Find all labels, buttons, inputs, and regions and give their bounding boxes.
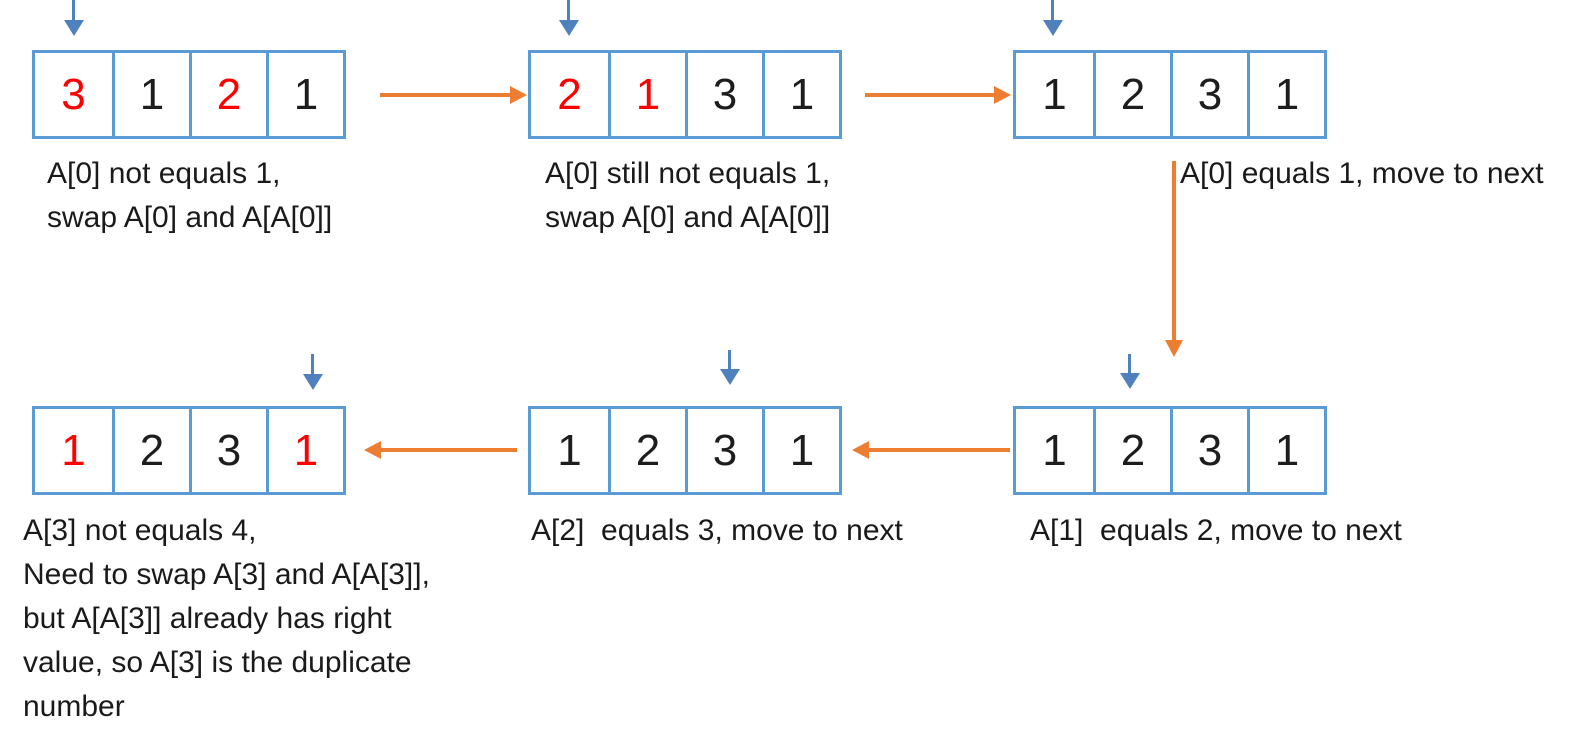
- array-cell: 1: [1247, 53, 1324, 136]
- index-pointer-arrow-icon: [311, 354, 314, 374]
- array-cell: 2: [608, 409, 685, 492]
- flow-arrow-step4-to-step5-icon: [869, 448, 1010, 452]
- caption-step-3: A[0] equals 1, move to next: [1180, 157, 1544, 190]
- array-cell: 1: [266, 53, 343, 136]
- cell-value: 1: [789, 425, 815, 475]
- cell-value: 3: [1197, 69, 1223, 119]
- array-cell: 2: [112, 409, 189, 492]
- cell-value: 2: [1120, 69, 1146, 119]
- cell-value: 3: [712, 69, 738, 119]
- array-step-6: 1 2 3 1: [32, 406, 346, 495]
- array-step-2: 2 1 3 1: [528, 50, 842, 139]
- array-cell: 3: [685, 409, 762, 492]
- cell-value: 1: [139, 69, 165, 119]
- array-cell: 1: [608, 53, 685, 136]
- array-step-1: 3 1 2 1: [32, 50, 346, 139]
- array-cell: 3: [189, 409, 266, 492]
- cell-value: 1: [1042, 425, 1067, 475]
- cell-value: 1: [61, 425, 86, 475]
- cell-value: 3: [61, 69, 86, 119]
- caption-step-4: A[1] equals 2, move to next: [1030, 514, 1402, 547]
- array-cell: 1: [762, 53, 839, 136]
- array-cell: 1: [531, 409, 608, 492]
- index-pointer-arrow-icon: [567, 0, 570, 20]
- flow-arrow-step1-to-step2-icon: [380, 93, 510, 97]
- array-cell: 1: [762, 409, 839, 492]
- array-cell: 3: [1170, 409, 1247, 492]
- array-step-3: 1 2 3 1: [1013, 50, 1327, 139]
- caption-step-5: A[2] equals 3, move to next: [531, 514, 903, 547]
- flow-arrow-step5-to-step6-icon: [381, 448, 517, 452]
- caption-step-2: A[0] still not equals 1, swap A[0] and A…: [545, 157, 831, 234]
- array-step-5: 1 2 3 1: [528, 406, 842, 495]
- array-cell: 2: [1093, 409, 1170, 492]
- array-step-4: 1 2 3 1: [1013, 406, 1327, 495]
- array-cell: 2: [1093, 53, 1170, 136]
- cell-value: 1: [293, 425, 319, 475]
- caption-step-1: A[0] not equals 1, swap A[0] and A[A[0]]: [47, 157, 333, 234]
- cell-value: 3: [712, 425, 738, 475]
- array-cell: 1: [1016, 409, 1093, 492]
- flow-arrow-step2-to-step3-icon: [865, 93, 994, 97]
- array-cell: 2: [189, 53, 266, 136]
- cell-value: 1: [789, 69, 815, 119]
- array-cell: 3: [685, 53, 762, 136]
- array-cell: 1: [1016, 53, 1093, 136]
- cell-value: 1: [1274, 69, 1300, 119]
- index-pointer-arrow-icon: [72, 0, 75, 20]
- cell-value: 1: [1274, 425, 1300, 475]
- cell-value: 1: [1042, 69, 1067, 119]
- cell-value: 2: [635, 425, 661, 475]
- cell-value: 3: [1197, 425, 1223, 475]
- array-cell: 3: [1170, 53, 1247, 136]
- flow-arrow-step3-to-step4-icon: [1172, 161, 1176, 340]
- cell-value: 1: [293, 69, 319, 119]
- index-pointer-arrow-icon: [1128, 354, 1131, 373]
- array-cell: 1: [1247, 409, 1324, 492]
- array-cell: 3: [35, 53, 112, 136]
- index-pointer-arrow-icon: [728, 350, 731, 369]
- cell-value: 2: [1120, 425, 1146, 475]
- array-cell: 1: [35, 409, 112, 492]
- cell-value: 1: [557, 425, 582, 475]
- cell-value: 2: [216, 69, 242, 119]
- index-pointer-arrow-icon: [1051, 0, 1054, 20]
- cell-value: 1: [635, 69, 661, 119]
- cell-value: 3: [216, 425, 242, 475]
- array-cell: 1: [112, 53, 189, 136]
- array-cell: 2: [531, 53, 608, 136]
- cell-value: 2: [139, 425, 165, 475]
- array-cell: 1: [266, 409, 343, 492]
- caption-step-6: A[3] not equals 4, Need to swap A[3] and…: [23, 514, 430, 723]
- cell-value: 2: [557, 69, 582, 119]
